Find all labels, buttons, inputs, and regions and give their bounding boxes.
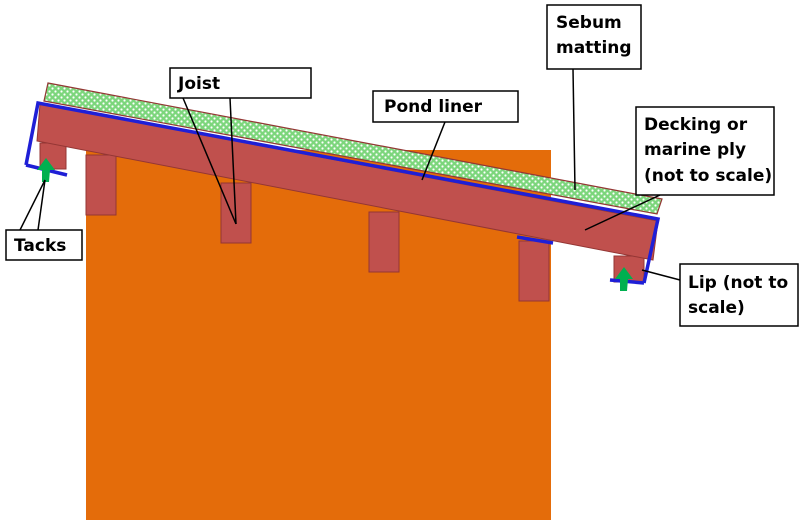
label-tacks: Tacks bbox=[14, 236, 66, 256]
label-box-joist bbox=[169, 67, 312, 99]
tack-right bbox=[615, 267, 633, 291]
joist-1 bbox=[85, 154, 117, 216]
leader-decking bbox=[584, 194, 661, 231]
liner-fold-joist-4 bbox=[516, 235, 554, 245]
label-lip-line2: scale) bbox=[688, 298, 745, 318]
label-lip-line1: Lip (not to bbox=[688, 273, 788, 293]
pond-liner bbox=[24, 100, 661, 284]
leader-joist-b bbox=[229, 97, 237, 225]
tack-left bbox=[37, 158, 55, 182]
leader-sebum bbox=[572, 68, 576, 191]
label-box-sebum bbox=[546, 4, 642, 70]
label-box-decking bbox=[635, 106, 775, 196]
label-sebum-line2: matting bbox=[556, 38, 632, 58]
leader-lip bbox=[641, 269, 681, 281]
leader-tacks-a bbox=[19, 179, 46, 231]
label-decking-line2: marine ply bbox=[644, 140, 746, 160]
label-box-tacks bbox=[5, 229, 83, 261]
label-sebum-line1: Sebum bbox=[556, 13, 622, 33]
joist-4 bbox=[518, 240, 550, 302]
leader-joist-a bbox=[182, 97, 237, 225]
leader-pond-liner bbox=[421, 121, 446, 181]
label-decking-line3: (not to scale) bbox=[644, 166, 772, 186]
label-box-pond-liner bbox=[372, 90, 519, 123]
label-box-lip bbox=[679, 263, 799, 327]
leader-tacks-b bbox=[37, 179, 46, 231]
joist-3 bbox=[368, 211, 400, 273]
label-decking-line1: Decking or bbox=[644, 115, 748, 135]
label-pond-liner: Pond liner bbox=[384, 97, 483, 117]
label-joist: Joist bbox=[177, 74, 220, 94]
sebum-matting bbox=[43, 82, 663, 215]
